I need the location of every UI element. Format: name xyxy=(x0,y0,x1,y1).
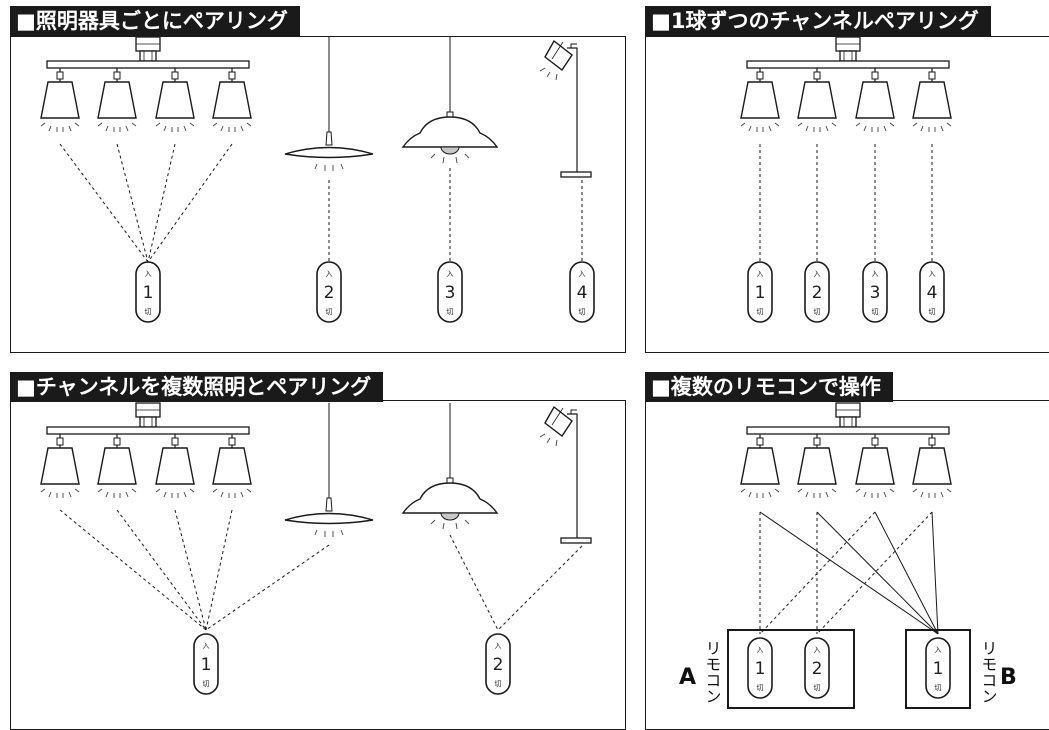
channel-number: 3 xyxy=(445,283,456,303)
panel-title-channel-multi: ■チャンネルを複数照明とペアリング xyxy=(10,372,384,402)
switch-on-label: 入 xyxy=(203,642,210,650)
channel-number: 2 xyxy=(324,283,335,303)
channel-number: 2 xyxy=(493,655,504,675)
switch-off-label: 切 xyxy=(814,308,821,316)
panel-per-bulb-channel-pairing xyxy=(645,36,1049,353)
remote-b-letter: B xyxy=(1000,665,1017,690)
switch-on-label: 入 xyxy=(814,646,821,654)
switch-off-label: 切 xyxy=(579,308,586,316)
channel-number: 1 xyxy=(755,659,766,679)
p1-switch-2[interactable]: 入 2 切 xyxy=(316,261,342,323)
switch-off-label: 切 xyxy=(929,308,936,316)
p2-switch-2[interactable]: 入 2 切 xyxy=(804,261,830,323)
remote-a-switch-1[interactable]: 入 1 切 xyxy=(747,637,773,699)
p1-switch-1[interactable]: 入 1 切 xyxy=(135,261,161,323)
p2-switch-1[interactable]: 入 1 切 xyxy=(747,261,773,323)
switch-on-label: 入 xyxy=(145,270,152,278)
p2-spot-fixture xyxy=(741,37,951,132)
channel-number: 1 xyxy=(143,283,154,303)
remote-a-caption: リモコン xyxy=(703,640,722,704)
p1-dome-pendant xyxy=(402,36,498,164)
p3-disc-pendant xyxy=(284,402,374,538)
switch-on-label: 入 xyxy=(872,270,879,278)
remote-a xyxy=(727,629,855,709)
switch-off-label: 切 xyxy=(145,308,152,316)
p2-pairing-lines xyxy=(759,144,933,262)
switch-on-label: 入 xyxy=(929,270,936,278)
p2-switch-3[interactable]: 入 3 切 xyxy=(862,261,888,323)
channel-number: 4 xyxy=(577,283,588,303)
p4-spot-fixture xyxy=(741,403,951,498)
channel-number: 1 xyxy=(933,659,944,679)
panel-title-per-fixture: ■照明器具ごとにペアリング xyxy=(10,6,300,36)
switch-off-label: 切 xyxy=(935,684,942,692)
switch-off-label: 切 xyxy=(495,680,502,688)
p1-disc-pendant xyxy=(284,36,374,172)
switch-on-label: 入 xyxy=(814,270,821,278)
p1-switch-4[interactable]: 入 4 切 xyxy=(569,261,595,323)
panel-multiple-remotes xyxy=(645,400,1049,730)
switch-on-label: 入 xyxy=(935,646,942,654)
remote-b-caption: リモコン xyxy=(979,640,998,704)
channel-number: 1 xyxy=(755,283,766,303)
switch-on-label: 入 xyxy=(757,646,764,654)
remote-a-switch-2[interactable]: 入 2 切 xyxy=(804,637,830,699)
channel-number: 2 xyxy=(812,659,823,679)
p3-switch-2[interactable]: 入 2 切 xyxy=(485,633,511,695)
p2-switch-4[interactable]: 入 4 切 xyxy=(919,261,945,323)
p3-switch-1[interactable]: 入 1 切 xyxy=(193,633,219,695)
p3-pairing-lines xyxy=(59,509,583,631)
p3-floor-lamp xyxy=(539,406,592,544)
switch-off-label: 切 xyxy=(757,308,764,316)
switch-off-label: 切 xyxy=(326,308,333,316)
switch-on-label: 入 xyxy=(757,270,764,278)
switch-on-label: 入 xyxy=(579,270,586,278)
channel-number: 3 xyxy=(870,283,881,303)
switch-off-label: 切 xyxy=(203,680,210,688)
p1-switch-3[interactable]: 入 3 切 xyxy=(437,261,463,323)
switch-on-label: 入 xyxy=(447,270,454,278)
switch-on-label: 入 xyxy=(495,642,502,650)
p3-spot-fixture xyxy=(41,403,251,498)
p1-pairing-lines xyxy=(59,143,583,263)
p1-floor-lamp xyxy=(539,40,592,178)
panel-title-multi-remote: ■複数のリモコンで操作 xyxy=(645,372,893,402)
remote-b xyxy=(905,629,971,709)
p3-dome-pendant xyxy=(402,402,498,530)
remote-b-switch-1[interactable]: 入 1 切 xyxy=(925,637,951,699)
channel-number: 1 xyxy=(201,655,212,675)
switch-on-label: 入 xyxy=(326,270,333,278)
p4-solid-lines-remote-b xyxy=(759,511,939,635)
switch-off-label: 切 xyxy=(814,684,821,692)
switch-off-label: 切 xyxy=(757,684,764,692)
p1-spot-fixture xyxy=(41,37,251,132)
switch-off-label: 切 xyxy=(872,308,879,316)
panel-title-per-bulb: ■1球ずつのチャンネルペアリング xyxy=(645,6,991,36)
switch-off-label: 切 xyxy=(447,308,454,316)
p4-dashed-lines-remote-a xyxy=(759,511,933,635)
channel-number: 4 xyxy=(927,283,938,303)
remote-a-letter: A xyxy=(679,665,696,690)
channel-number: 2 xyxy=(812,283,823,303)
